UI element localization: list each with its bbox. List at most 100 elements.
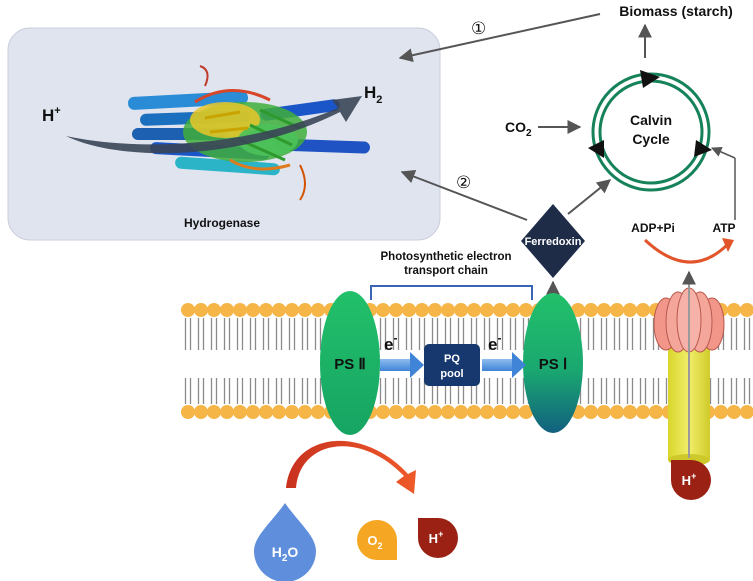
- lipid-head: [597, 405, 611, 419]
- lipid-head: [415, 405, 429, 419]
- lipid-head: [207, 405, 221, 419]
- lipid-head: [623, 405, 637, 419]
- lipid-head: [376, 303, 390, 317]
- lipid-head: [220, 405, 234, 419]
- lipid-head: [259, 303, 273, 317]
- arrow-route2: [400, 169, 528, 221]
- lipid-head: [376, 405, 390, 419]
- psi-label: PS Ⅰ: [539, 356, 568, 373]
- lipid-head: [246, 303, 260, 317]
- lipid-head: [519, 303, 533, 317]
- lipid-head: [584, 303, 598, 317]
- adp-pi-label: ADP+Pi: [631, 221, 675, 235]
- lipid-head: [389, 303, 403, 317]
- water-splitting: [286, 440, 416, 494]
- photosystem-ii: PS Ⅱ: [320, 291, 380, 435]
- calvin-cycle: Calvin Cycle: [588, 70, 712, 192]
- lipid-head: [272, 303, 286, 317]
- electron-left-label: e-: [384, 331, 397, 354]
- adp-to-atp-arc: [643, 238, 730, 264]
- lipid-head: [506, 303, 520, 317]
- psii-label: PS Ⅱ: [334, 356, 366, 373]
- lipid-head: [311, 405, 325, 419]
- arrow-ferredoxin-to-calvin: [567, 179, 612, 215]
- lipid-head: [636, 405, 650, 419]
- lipid-head: [727, 303, 741, 317]
- petc-label-line1: Photosynthetic electron: [381, 251, 512, 263]
- lipid-head: [220, 303, 234, 317]
- lipid-head: [233, 303, 247, 317]
- h2o-drop: H2O: [254, 503, 316, 581]
- lipid-head: [493, 405, 507, 419]
- h2-label: H2: [364, 83, 382, 106]
- lipid-head: [298, 405, 312, 419]
- lipid-head: [714, 405, 728, 419]
- lipid-head: [467, 405, 481, 419]
- lipid-head: [441, 303, 455, 317]
- lipid-head: [272, 405, 286, 419]
- petc-bracket: [370, 285, 533, 300]
- lipid-head: [298, 303, 312, 317]
- lipid-head: [597, 303, 611, 317]
- atp-synthase: [653, 270, 725, 466]
- lipid-head: [584, 405, 598, 419]
- lipid-head: [740, 303, 753, 317]
- lipid-head: [610, 303, 624, 317]
- ferredoxin-label: Ferredoxin: [525, 236, 582, 248]
- lipid-head: [454, 303, 468, 317]
- hydrogenase-panel: H+ H2 Hydrogenase: [7, 27, 441, 241]
- lipid-head: [428, 303, 442, 317]
- lipid-head: [519, 405, 533, 419]
- lipid-head: [727, 405, 741, 419]
- biomass-label: Biomass (starch): [619, 3, 733, 19]
- lipid-head: [285, 405, 299, 419]
- calvin-label-line1: Calvin: [630, 112, 672, 128]
- lipid-head: [480, 303, 494, 317]
- petc-label-line2: transport chain: [404, 265, 488, 277]
- lipid-head: [311, 303, 325, 317]
- lipid-head: [402, 303, 416, 317]
- lipid-head: [623, 303, 637, 317]
- lipid-head: [259, 405, 273, 419]
- route2-marker: ②: [456, 173, 471, 192]
- pq-label-line1: PQ: [444, 353, 460, 365]
- route1-marker: ①: [471, 19, 486, 38]
- h-plus-right-label: H+: [682, 471, 697, 488]
- lipid-head: [428, 405, 442, 419]
- lipid-head: [454, 405, 468, 419]
- lipid-head: [649, 405, 663, 419]
- o2-drop: O2: [357, 520, 397, 560]
- lipid-head: [402, 405, 416, 419]
- pq-pool-box: [424, 344, 480, 386]
- lipid-head: [194, 405, 208, 419]
- h2o-label: H2O: [272, 544, 299, 564]
- arrow-route1: [398, 13, 601, 63]
- lipid-head: [181, 405, 195, 419]
- lipid-head: [415, 303, 429, 317]
- lipid-head: [610, 405, 624, 419]
- calvin-label-line2: Cycle: [632, 131, 670, 147]
- lipid-head: [571, 303, 585, 317]
- co2-label: CO2: [505, 119, 532, 139]
- atp-label: ATP: [712, 221, 735, 235]
- lipid-head: [740, 405, 753, 419]
- o2-label: O2: [367, 533, 382, 551]
- electron-flow: e- e- PQ pool: [380, 331, 526, 386]
- lipid-head: [467, 303, 481, 317]
- h-plus-drop-bottom: H+: [418, 518, 458, 558]
- lipid-head: [389, 405, 403, 419]
- lipid-head: [480, 405, 494, 419]
- lipid-head: [493, 303, 507, 317]
- lipid-head: [233, 405, 247, 419]
- h-plus-bottom-label: H+: [429, 529, 444, 546]
- lipid-head: [246, 405, 260, 419]
- photosystem-i: PS Ⅰ: [523, 293, 583, 433]
- pq-label-line2: pool: [440, 368, 463, 380]
- lipid-head: [207, 303, 221, 317]
- h-plus-left-label: H+: [42, 105, 61, 125]
- hydrogenase-label: Hydrogenase: [184, 216, 260, 230]
- h-plus-drop-right: H+: [671, 460, 711, 500]
- electron-right-label: e-: [488, 331, 501, 354]
- lipid-head: [285, 303, 299, 317]
